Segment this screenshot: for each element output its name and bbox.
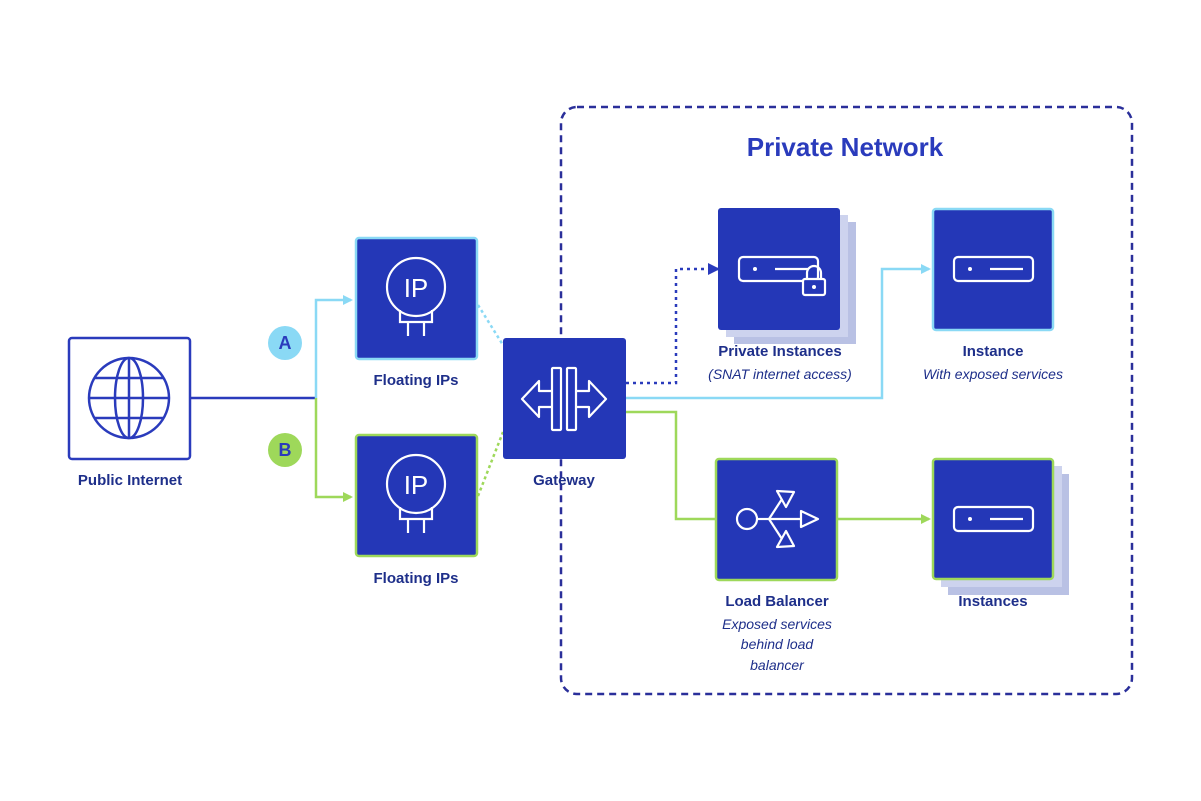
gateway-box — [503, 338, 626, 459]
floating-ip-a-gateway-link — [476, 304, 505, 346]
server-icon — [952, 505, 1035, 533]
instances-label: Instances — [958, 593, 1028, 610]
route-b-line — [314, 398, 353, 502]
floating-ip-b-label: Floating IPs — [373, 570, 459, 587]
private-instances-sublabel: (SNAT internet access) — [708, 366, 852, 382]
floating-ip-a-box — [354, 236, 479, 361]
ip-bulb-icon — [385, 256, 447, 336]
private-network-title: Private Network — [746, 132, 944, 162]
load-balancer-sublabel-line-1: Exposed services — [722, 616, 832, 632]
public-internet-label: Public Internet — [77, 472, 183, 489]
load-balancer-link — [626, 410, 716, 521]
route-a-line — [314, 295, 353, 398]
floating-ip-b-box — [354, 433, 479, 558]
gateway-arrows-icon — [520, 366, 608, 432]
load-balancer-sublabel-line-3: balancer — [750, 657, 804, 673]
route-a-badge: A — [268, 326, 302, 360]
load-balancer-sublabel-line-2: behind load — [740, 636, 814, 652]
load-balancer-label: Load Balancer — [725, 593, 829, 610]
instance-label: Instance — [962, 343, 1024, 360]
globe-icon — [87, 356, 171, 440]
server-led — [968, 267, 972, 271]
load-balancer-icon — [735, 489, 820, 549]
instance-sublabel: With exposed services — [923, 366, 1063, 382]
server-icon — [952, 255, 1035, 283]
instance-link — [626, 264, 931, 400]
snat-link — [626, 263, 720, 385]
ip-bulb-icon — [385, 453, 447, 533]
server-led — [753, 267, 757, 271]
ip-text-b: IP — [404, 470, 429, 500]
server-led — [968, 517, 972, 521]
gateway-label: Gateway — [533, 472, 595, 489]
private-instances-label: Private Instances — [718, 343, 842, 360]
ip-text-a: IP — [404, 273, 429, 303]
floating-ip-a-label: Floating IPs — [373, 372, 459, 389]
route-b-badge: B — [268, 433, 302, 467]
lock-keyhole — [812, 285, 816, 289]
